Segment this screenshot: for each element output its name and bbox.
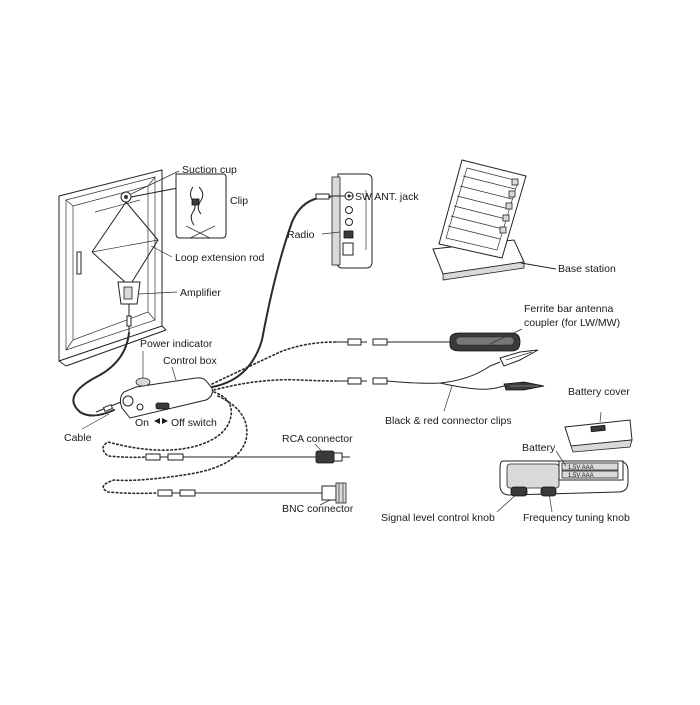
label-battery-cell-2: 1.5V AAA <box>568 473 594 479</box>
rca-extension-cable <box>102 391 233 459</box>
alligator-clips <box>499 349 545 391</box>
label-signal-level-knob: Signal level control knob <box>381 512 495 524</box>
label-off-switch: Off switch <box>171 417 217 429</box>
battery-cell-2 <box>561 470 619 479</box>
radio <box>331 173 373 269</box>
bnc-extension-cable <box>102 395 248 495</box>
window-illustration <box>58 169 167 367</box>
amplifier-cable <box>72 332 130 417</box>
ferrite-extension-cable <box>211 341 337 385</box>
callout-labels: Suction cup Clip Loop extension rod Ampl… <box>64 164 630 524</box>
label-ferrite-line2: coupler (for LW/MW) <box>524 317 620 329</box>
clip-hook <box>190 186 196 226</box>
black-clip-wire <box>439 382 505 390</box>
label-rca-connector: RCA connector <box>282 433 353 445</box>
label-sw-ant-jack: SW ANT. jack <box>355 191 419 203</box>
amplifier-switch <box>123 286 133 300</box>
frequency-tuning-knob[interactable] <box>540 486 557 497</box>
label-power-indicator: Power indicator <box>140 338 213 350</box>
bnc-plug <box>321 482 347 504</box>
battery-cover <box>564 419 633 453</box>
loop-antenna <box>91 185 189 333</box>
label-clip: Clip <box>230 195 248 207</box>
clip-inset <box>175 173 227 239</box>
control-box-jack <box>122 395 134 407</box>
label-ferrite-line1: Ferrite bar antenna <box>524 303 613 315</box>
window-latch <box>76 251 82 275</box>
control-box <box>119 377 213 419</box>
battery-cell-1 <box>561 462 619 471</box>
base-station <box>432 159 557 281</box>
label-frequency-tuning-knob: Frequency tuning knob <box>523 512 630 524</box>
label-battery: Battery <box>522 442 556 454</box>
label-radio: Radio <box>287 229 315 241</box>
radio-side <box>331 176 341 266</box>
radio-cable <box>211 195 331 388</box>
rca-plug <box>315 450 350 464</box>
label-suction-cup: Suction cup <box>182 164 237 176</box>
label-connector-clips: Black & red connector clips <box>385 415 512 427</box>
red-clip <box>499 349 539 367</box>
remote-unit <box>499 460 629 497</box>
label-bnc-connector: BNC connector <box>282 503 354 515</box>
label-on: On <box>135 417 149 429</box>
label-battery-cover: Battery cover <box>568 386 630 398</box>
label-cable: Cable <box>64 432 92 444</box>
leader-lines <box>81 170 602 513</box>
label-base-station: Base station <box>558 263 616 275</box>
ferrite-bar-coupler <box>449 332 521 352</box>
left-arrow-icon <box>154 418 160 424</box>
right-arrow-icon <box>162 418 168 424</box>
label-battery-cell-1: 1.5V AAA <box>568 465 594 471</box>
power-indicator-led <box>135 377 151 387</box>
red-clip-wire <box>386 361 501 384</box>
label-loop-extension-rod: Loop extension rod <box>175 252 264 264</box>
label-amplifier: Amplifier <box>180 287 221 299</box>
clips-extension-cable <box>213 378 337 391</box>
on-off-switch[interactable] <box>155 402 170 410</box>
label-control-box: Control box <box>163 355 217 367</box>
signal-level-knob[interactable] <box>510 486 528 497</box>
cables <box>72 193 505 497</box>
